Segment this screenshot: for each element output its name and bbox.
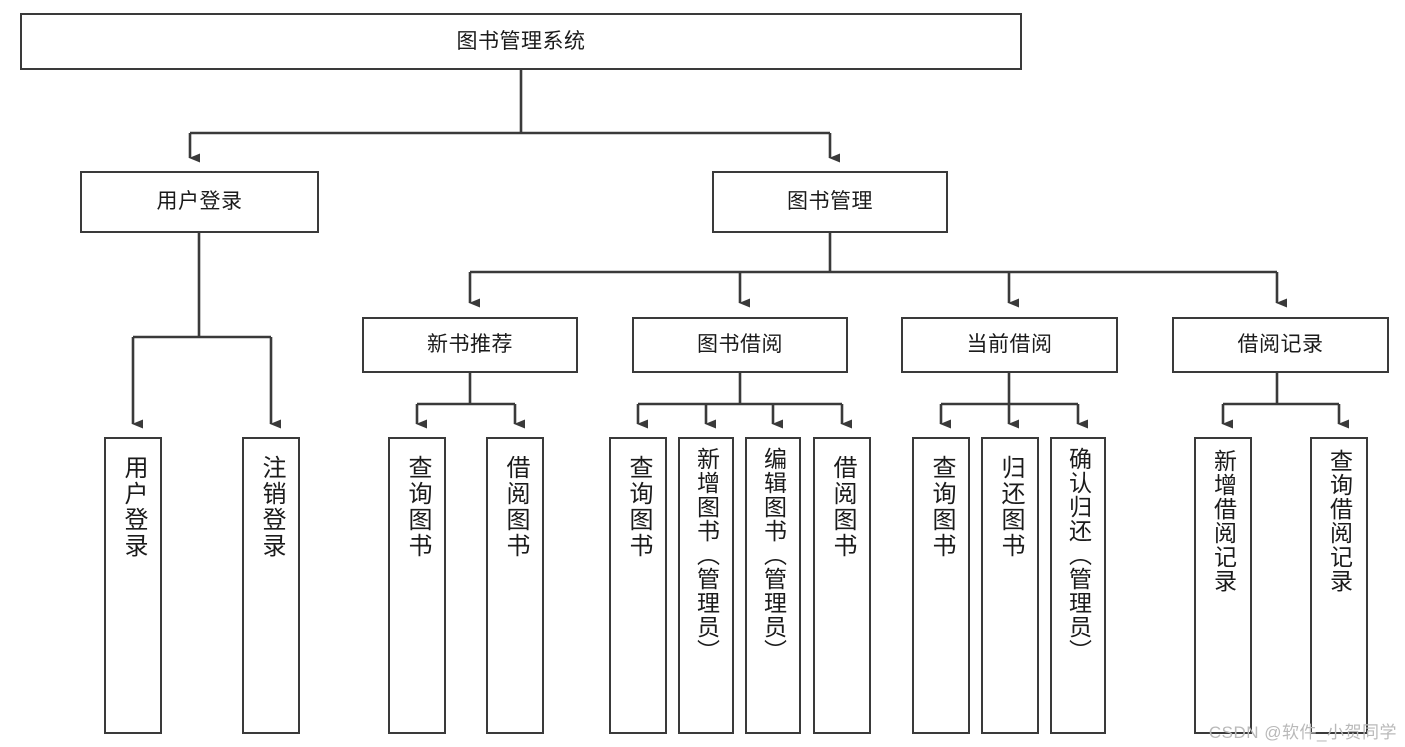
node-leaf-query-record-label: 查询借阅记录 — [1326, 449, 1353, 593]
node-borrow-record[interactable]: 借阅记录 — [1172, 317, 1389, 373]
node-leaf-return-book-label: 归还图书 — [997, 455, 1024, 559]
node-book-management-label: 图书管理 — [787, 190, 873, 214]
node-leaf-query-book-1[interactable]: 查询图书 — [388, 437, 446, 734]
node-leaf-query-book-2[interactable]: 查询图书 — [609, 437, 667, 734]
node-current-borrow[interactable]: 当前借阅 — [901, 317, 1118, 373]
node-leaf-borrow-book-1[interactable]: 借阅图书 — [486, 437, 544, 734]
node-leaf-logout-login[interactable]: 注销登录 — [242, 437, 300, 734]
node-leaf-user-login[interactable]: 用户登录 — [104, 437, 162, 734]
node-leaf-return-book[interactable]: 归还图书 — [981, 437, 1039, 734]
node-user-login-label: 用户登录 — [156, 190, 243, 214]
node-leaf-logout-login-label: 注销登录 — [258, 455, 285, 559]
node-new-book-recommend[interactable]: 新书推荐 — [362, 317, 578, 373]
node-new-book-recommend-label: 新书推荐 — [427, 333, 513, 357]
node-borrow-record-label: 借阅记录 — [1237, 333, 1324, 357]
node-leaf-edit-book-label: 编辑图书（管理员） — [760, 447, 787, 663]
node-book-management[interactable]: 图书管理 — [712, 171, 948, 233]
node-book-borrow-label: 图书借阅 — [697, 333, 783, 357]
node-leaf-add-book-label: 新增图书（管理员） — [693, 447, 720, 663]
node-leaf-add-record-label: 新增借阅记录 — [1210, 449, 1237, 593]
node-leaf-add-record[interactable]: 新增借阅记录 — [1194, 437, 1252, 734]
node-leaf-query-book-3-label: 查询图书 — [928, 455, 955, 559]
node-root[interactable]: 图书管理系统 — [20, 13, 1022, 70]
node-leaf-borrow-book-1-label: 借阅图书 — [502, 455, 529, 559]
node-leaf-borrow-book-2-label: 借阅图书 — [829, 455, 856, 559]
node-leaf-query-book-1-label: 查询图书 — [404, 455, 431, 559]
node-leaf-add-book[interactable]: 新增图书（管理员） — [678, 437, 734, 734]
node-leaf-query-book-2-label: 查询图书 — [625, 455, 652, 559]
node-leaf-confirm-return-label: 确认归还（管理员） — [1065, 447, 1092, 663]
node-book-borrow[interactable]: 图书借阅 — [632, 317, 848, 373]
node-current-borrow-label: 当前借阅 — [966, 333, 1053, 357]
node-leaf-query-book-3[interactable]: 查询图书 — [912, 437, 970, 734]
node-leaf-borrow-book-2[interactable]: 借阅图书 — [813, 437, 871, 734]
node-leaf-confirm-return[interactable]: 确认归还（管理员） — [1050, 437, 1106, 734]
watermark-text: CSDN @软件_小贺同学 — [1208, 723, 1397, 742]
node-leaf-query-record[interactable]: 查询借阅记录 — [1310, 437, 1368, 734]
node-root-label: 图书管理系统 — [456, 29, 586, 53]
node-user-login[interactable]: 用户登录 — [80, 171, 319, 233]
node-leaf-edit-book[interactable]: 编辑图书（管理员） — [745, 437, 801, 734]
node-leaf-user-login-label: 用户登录 — [120, 455, 147, 559]
